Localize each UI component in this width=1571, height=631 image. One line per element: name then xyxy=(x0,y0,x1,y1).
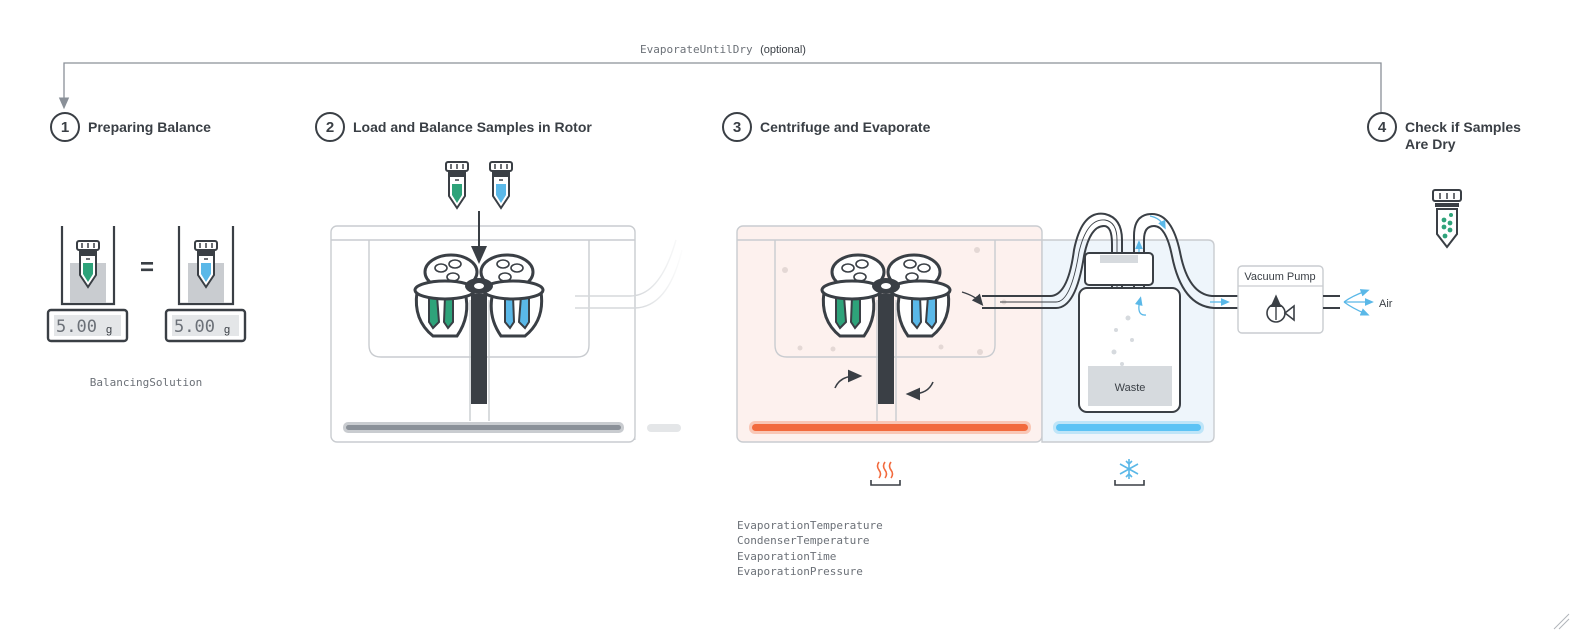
step-4-title-line1: Check if Samples xyxy=(1405,119,1521,135)
param-evaporation-pressure: EvaporationPressure xyxy=(737,565,863,578)
step-1-header: 1 Preparing Balance xyxy=(50,112,211,142)
air-label: Air xyxy=(1379,298,1393,310)
equals-sign: = xyxy=(140,254,154,281)
vacuum-pump-label: Vacuum Pump xyxy=(1244,271,1315,283)
pump-symbol-icon xyxy=(1266,294,1295,323)
scale-right-reading: 5.00 xyxy=(174,317,215,337)
scale-left-unit: g xyxy=(106,324,112,336)
step-1-title: Preparing Balance xyxy=(88,119,211,135)
air-out-arrows-icon xyxy=(1343,289,1374,316)
step-3-title: Centrifuge and Evaporate xyxy=(760,119,931,135)
evaporator-illustration: Waste Vacuum Pump Air xyxy=(736,212,1393,578)
loop-code-label: EvaporateUntilDry xyxy=(640,43,753,56)
loop-note-label: (optional) xyxy=(760,44,806,56)
scale-left: 5.00 g xyxy=(46,226,129,343)
step-1-number: 1 xyxy=(61,119,69,136)
scale-right-unit: g xyxy=(224,324,230,336)
step-2-number: 2 xyxy=(326,119,334,136)
step-3-header: 3 Centrifuge and Evaporate xyxy=(722,112,931,142)
loop-label: EvaporateUntilDry (optional) xyxy=(640,40,806,57)
balancing-solution-label: BalancingSolution xyxy=(90,376,203,389)
load-rotor-illustration xyxy=(330,161,685,444)
heater-bar xyxy=(752,424,1028,431)
balance-illustration: 5.00 g = 5.00 g BalancingSolution xyxy=(46,226,247,389)
step-4-header: 4 Check if Samples Are Dry xyxy=(1367,112,1521,152)
param-evaporation-time: EvaporationTime xyxy=(737,550,836,563)
snowflake-icon xyxy=(1114,459,1145,486)
step-2-header: 2 Load and Balance Samples in Rotor xyxy=(315,112,592,142)
dry-sample-tube-icon xyxy=(1432,189,1462,249)
step-3-number: 3 xyxy=(733,119,741,136)
resize-handle-icon xyxy=(1553,613,1570,630)
heat-icon xyxy=(870,461,901,486)
step-4-number: 4 xyxy=(1378,119,1387,136)
waste-label: Waste xyxy=(1115,382,1146,394)
param-condenser-temperature: CondenserTemperature xyxy=(737,534,869,547)
step-4-title-line2: Are Dry xyxy=(1405,136,1456,152)
evaporate-loop: EvaporateUntilDry (optional) xyxy=(58,40,1382,113)
green-tube-icon xyxy=(445,161,469,209)
step-2-title: Load and Balance Samples in Rotor xyxy=(353,119,592,135)
param-evaporation-temperature: EvaporationTemperature xyxy=(737,519,883,532)
blue-tube-icon xyxy=(489,161,513,209)
scale-left-reading: 5.00 xyxy=(56,317,97,337)
cooler-bar xyxy=(1056,424,1201,431)
scale-right: 5.00 g xyxy=(164,226,247,343)
